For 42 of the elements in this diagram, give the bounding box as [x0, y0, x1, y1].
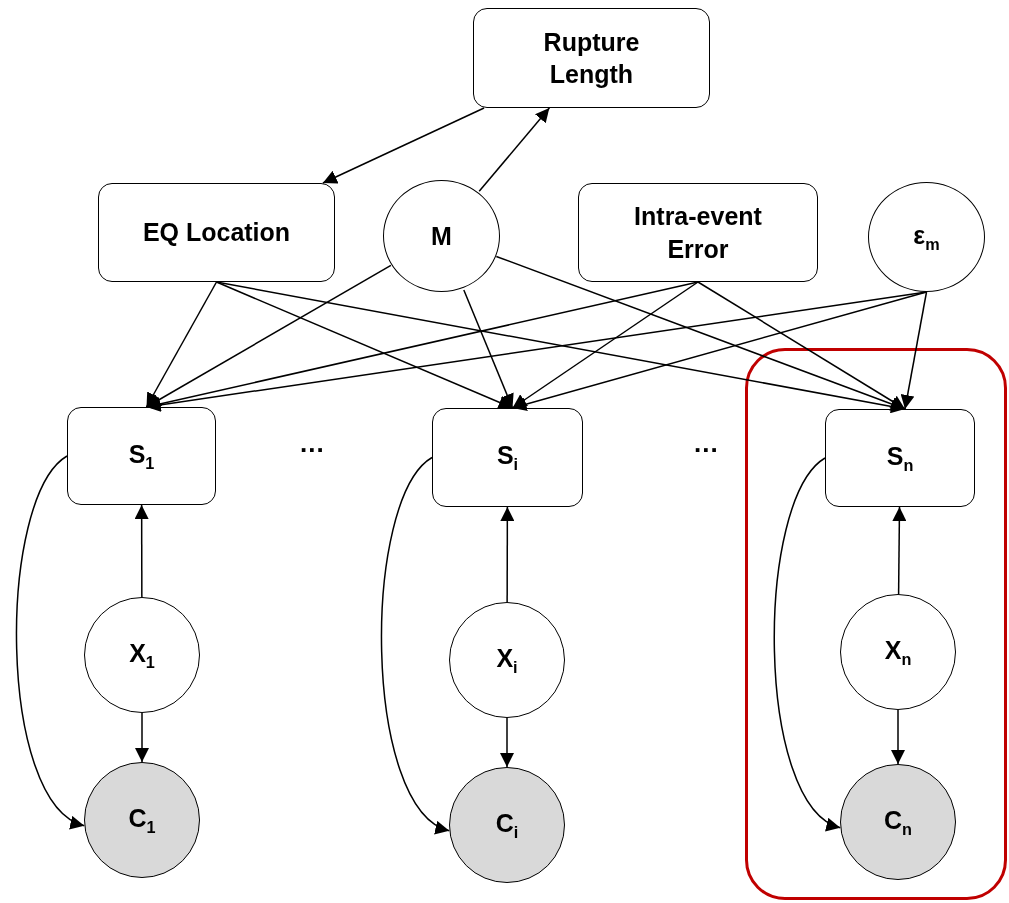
arrow	[500, 506, 515, 603]
arrow	[134, 504, 149, 598]
arrow	[500, 717, 514, 768]
node-label: X$_{1}$	[128, 637, 156, 673]
ellipsis: ...	[300, 428, 325, 459]
arrow	[135, 712, 149, 763]
arrow	[511, 291, 928, 411]
arrow	[215, 281, 514, 409]
node-label: S$_{n}$	[885, 440, 915, 476]
node-label: X$_{i}$	[495, 642, 519, 678]
node-label: ε$_{m}$	[912, 219, 941, 255]
arrow	[511, 281, 699, 409]
arrow	[773, 457, 842, 829]
node-label: EQ Location	[141, 217, 292, 249]
node-label: S$_{i}$	[495, 440, 520, 476]
node-label: Rupture Length	[542, 26, 641, 90]
node-label: C$_{i}$	[494, 807, 520, 843]
arrow	[900, 291, 928, 410]
arrow	[380, 456, 451, 832]
node-label: S$_{1}$	[127, 438, 156, 474]
plate-frame	[745, 348, 1007, 900]
arrow	[322, 107, 485, 184]
node-label: C$_{n}$	[883, 804, 913, 840]
arrow	[697, 281, 906, 410]
ellipsis: ...	[694, 428, 719, 459]
node-label: C$_{1}$	[127, 802, 157, 838]
node-box	[67, 407, 216, 505]
node-box	[473, 8, 710, 108]
arrow	[15, 455, 86, 827]
arrow	[145, 281, 218, 408]
node-box	[98, 183, 335, 282]
node-label: Intra-event Error	[633, 201, 763, 265]
node-box	[578, 183, 818, 282]
arrow	[463, 289, 514, 409]
node-box	[825, 409, 975, 507]
arrow	[145, 264, 392, 408]
arrow	[892, 506, 907, 595]
arrow	[478, 107, 551, 192]
arrow	[891, 709, 905, 765]
node-label: M	[430, 220, 453, 252]
node-box	[432, 408, 583, 507]
node-label: X$_{n}$	[883, 634, 913, 670]
